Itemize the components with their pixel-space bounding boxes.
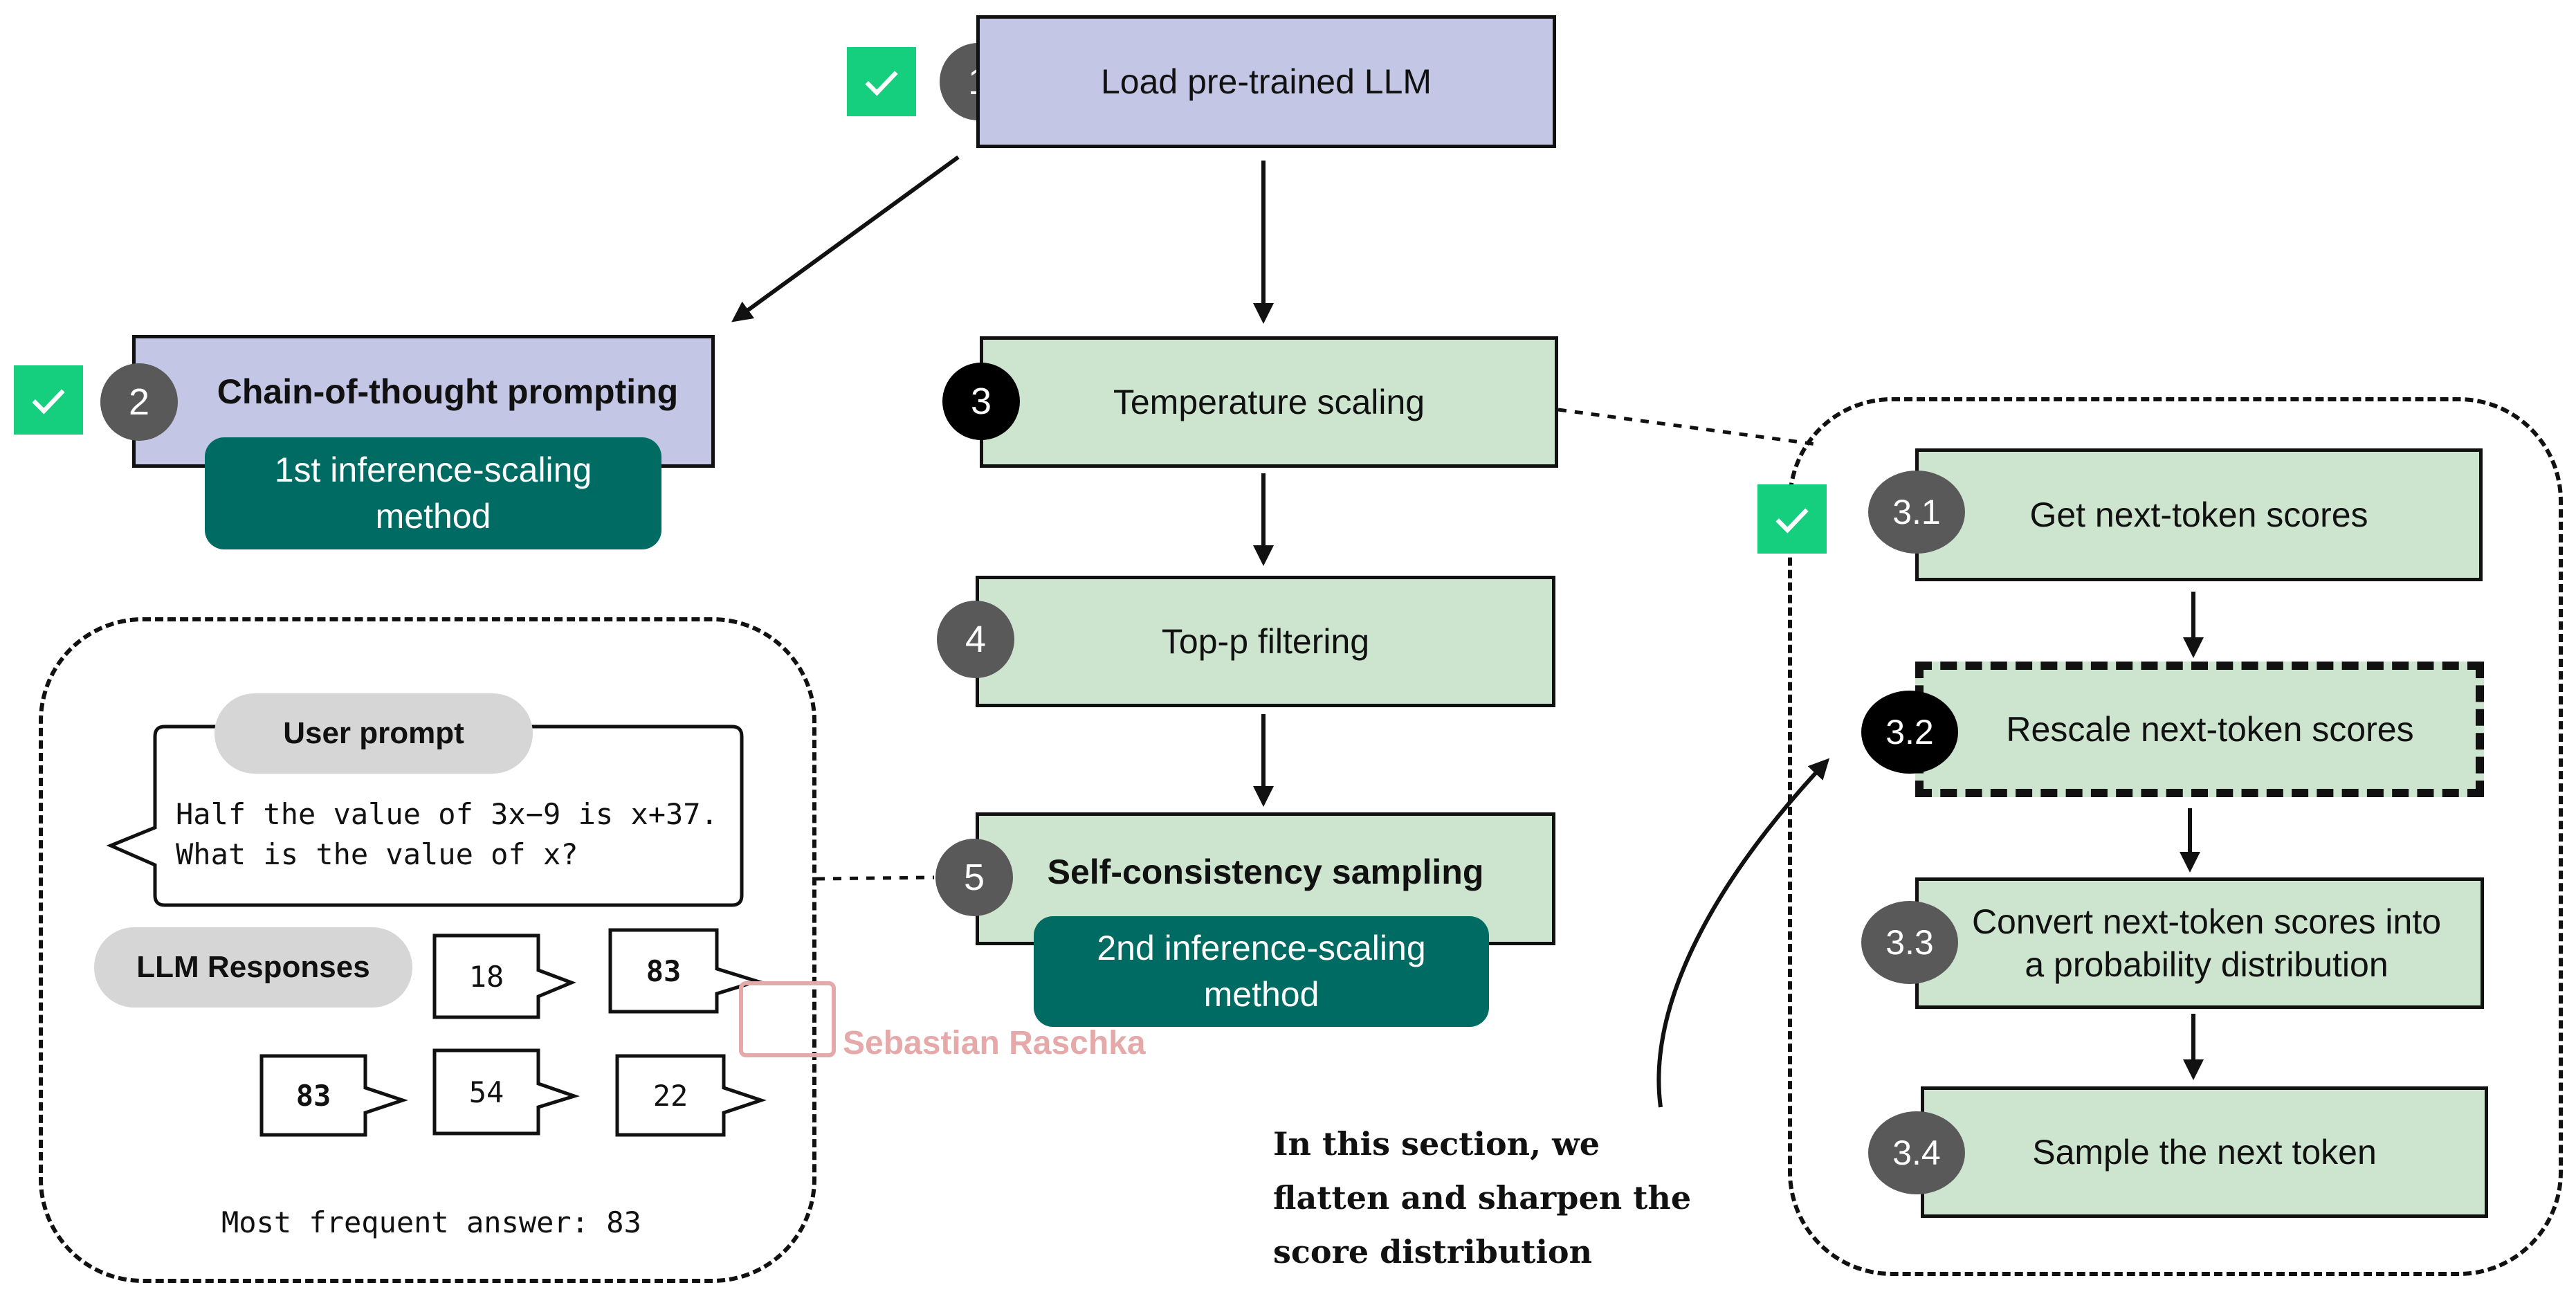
step-2-badge: 1st inference-scaling method: [205, 437, 661, 549]
step-1-box[interactable]: Load pre-trained LLM: [976, 15, 1556, 148]
substep-3-4-box[interactable]: Sample the next token: [1921, 1086, 2488, 1218]
annotation-text: In this section, we flatten and sharpen …: [1273, 1125, 1692, 1270]
substep-3-3-label: Convert next-token scores into a probabi…: [1971, 902, 2442, 985]
arrow-1-to-2: [731, 155, 960, 322]
substep-3-3-number: 3.3: [1861, 901, 1958, 984]
check-icon: [1757, 484, 1827, 554]
step-5-label: Self-consistency sampling: [1047, 853, 1484, 891]
user-prompt-label: User prompt: [214, 693, 533, 774]
step-3-box[interactable]: Temperature scaling: [980, 336, 1558, 468]
response-value: 22: [652, 1078, 688, 1113]
step-3-number: 3: [942, 363, 1020, 440]
substeps-panel: [1788, 397, 2563, 1276]
response-value: 83: [646, 954, 682, 988]
response-value: 83: [295, 1078, 331, 1113]
step-2-label: Chain-of-thought prompting: [217, 372, 679, 411]
step-1-label: Load pre-trained LLM: [1100, 62, 1432, 101]
substep-3-1-box[interactable]: Get next-token scores: [1915, 448, 2483, 581]
response-value: 18: [468, 959, 504, 994]
step-5-number: 5: [935, 839, 1013, 916]
substep-3-2-box[interactable]: Rescale next-token scores: [1915, 662, 2484, 797]
llm-responses-label: LLM Responses: [94, 927, 412, 1008]
example-panel: [39, 617, 816, 1283]
step-5-badge: 2nd inference-scaling method: [1034, 916, 1489, 1027]
substep-3-2-number: 3.2: [1861, 691, 1958, 774]
substep-3-1-number: 3.1: [1868, 471, 1965, 554]
step-4-label: Top-p filtering: [1161, 621, 1370, 661]
check-icon: [14, 365, 83, 435]
dotted-link-example-to-5: [816, 875, 935, 881]
substep-3-2-label: Rescale next-token scores: [2006, 709, 2414, 749]
dotted-link-3-to-panel: [1558, 408, 1817, 446]
response-bubble-shapes: [259, 928, 767, 1137]
check-icon: [847, 47, 916, 116]
substep-3-3-box[interactable]: Convert next-token scores into a probabi…: [1915, 877, 2484, 1009]
watermark-text: Sebastian Raschka: [843, 1025, 1146, 1061]
annotation-arrow: [1656, 758, 1830, 1108]
watermark-seal-icon: [739, 981, 836, 1057]
most-frequent-answer: Most frequent answer: 83: [221, 1205, 641, 1239]
user-prompt-text: Half the value of 3x−9 is x+37. What is …: [176, 797, 718, 871]
substep-3-4-number: 3.4: [1868, 1111, 1965, 1194]
response-value: 54: [468, 1075, 504, 1109]
substep-3-1-label: Get next-token scores: [2029, 495, 2368, 534]
step-3-label: Temperature scaling: [1113, 382, 1425, 421]
step-4-number: 4: [937, 601, 1014, 678]
substep-3-4-label: Sample the next token: [2032, 1132, 2377, 1172]
step-2-number: 2: [100, 363, 178, 441]
step-4-box[interactable]: Top-p filtering: [976, 576, 1555, 707]
